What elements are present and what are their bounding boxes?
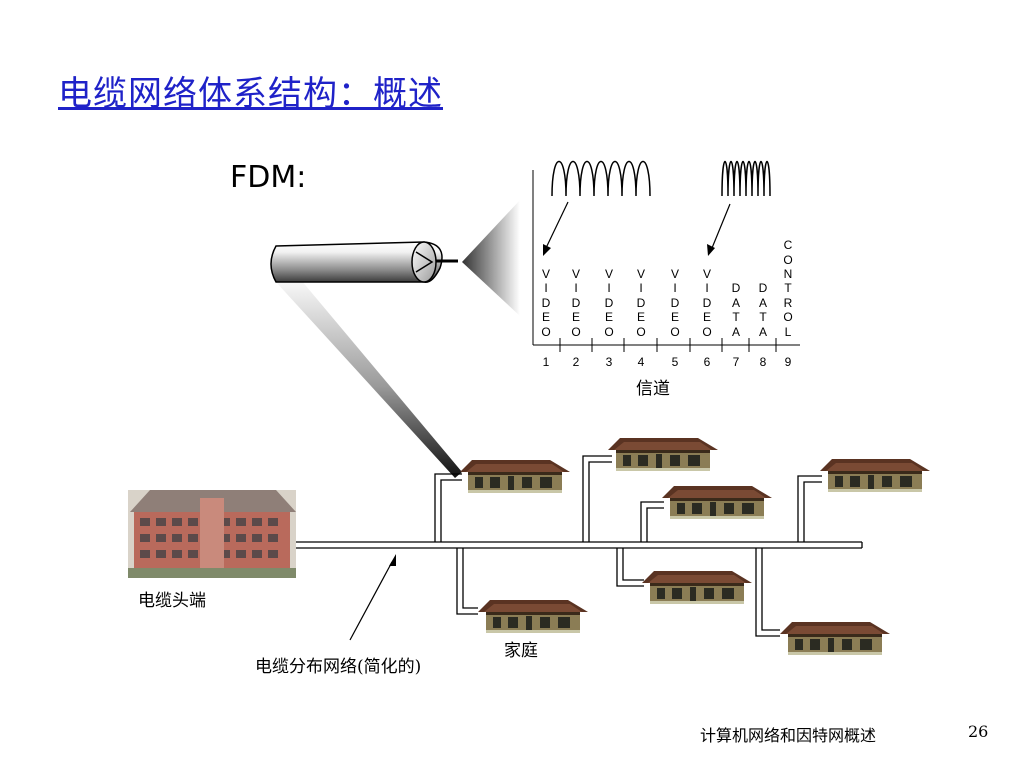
fdm-label: FDM:: [230, 160, 307, 195]
channel-number-3: 3: [605, 355, 613, 369]
zoom-cone-lower: [276, 274, 462, 478]
channel-number-5: 5: [671, 355, 679, 369]
channel-number-7: 7: [732, 355, 740, 369]
distribution-network-label: 电缆分布网络(简化的): [255, 657, 422, 677]
house-icon: [662, 486, 772, 519]
channel-number-8: 8: [759, 355, 767, 369]
zoom-cone-upper: [462, 200, 520, 316]
house-icon: [478, 600, 588, 633]
channel-number-2: 2: [572, 355, 580, 369]
channel-number-6: 6: [703, 355, 711, 369]
house-icon: [820, 459, 930, 492]
waveform-icon: [721, 160, 771, 197]
footer-text: 计算机网络和因特网概述: [700, 726, 877, 745]
channel-number-9: 9: [784, 355, 792, 369]
arrow-to-network: [349, 561, 393, 641]
channel-number-1: 1: [542, 355, 550, 369]
distribution-network: [296, 455, 863, 637]
home-label: 家庭: [504, 641, 538, 661]
page-number: 26: [968, 722, 989, 741]
headend-label: 电缆头端: [138, 591, 206, 611]
coax-cable-icon: [270, 241, 458, 283]
arrow-to-ch6: [711, 203, 731, 249]
house-icon: [460, 460, 570, 493]
channel-axis-label: 信道: [636, 379, 670, 399]
channel-number-4: 4: [637, 355, 645, 369]
waveform-icon: [551, 161, 651, 197]
house-icon: [780, 622, 890, 655]
page-title: 电缆网络体系结构：概述: [58, 74, 443, 114]
house-icon: [608, 438, 718, 471]
channel-ticks: [559, 338, 777, 352]
house-icon: [642, 571, 752, 604]
arrow-to-ch1: [545, 201, 569, 249]
headend-building-icon: [128, 490, 296, 578]
